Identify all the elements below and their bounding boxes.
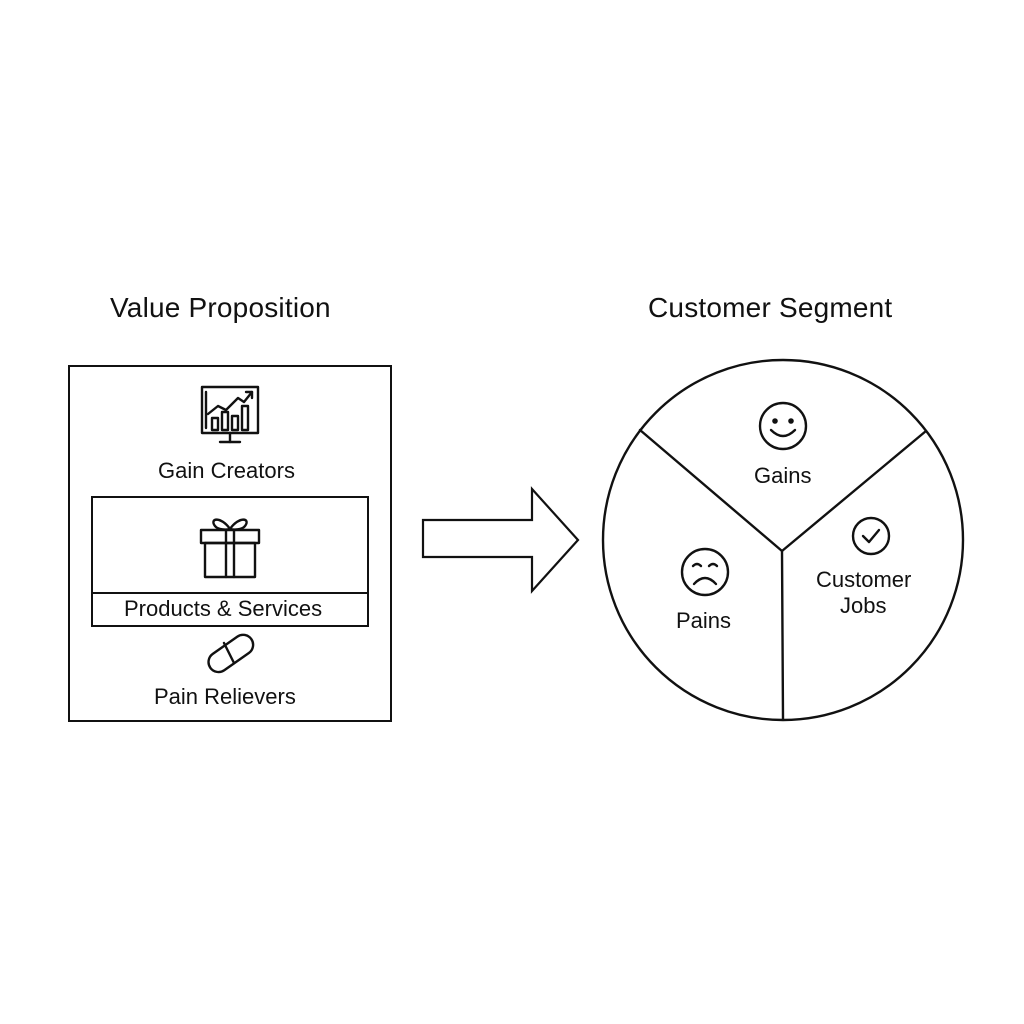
right-arrow-icon — [420, 486, 582, 601]
pain-relievers-label: Pain Relievers — [154, 684, 296, 709]
customer-jobs-label-line1: Customer — [816, 567, 912, 592]
gains-label: Gains — [754, 463, 812, 488]
gift-icon — [199, 512, 263, 580]
customer-segment-circle — [600, 357, 966, 728]
value-proposition-title: Value Proposition — [110, 292, 331, 323]
products-services-label: Products & Services — [124, 596, 323, 621]
value-proposition-box — [68, 365, 392, 722]
pains-label: Pains — [676, 608, 732, 633]
pill-icon — [204, 630, 256, 678]
chart-monitor-icon — [198, 384, 264, 448]
frown-icon — [679, 546, 731, 598]
products-services-divider — [93, 592, 367, 594]
smile-icon — [757, 400, 809, 452]
customer-segment-title: Customer Segment — [648, 292, 893, 323]
gain-creators-label: Gain Creators — [158, 458, 295, 483]
customer-jobs-label-line2: Jobs — [840, 593, 887, 618]
products-services-box — [91, 496, 369, 627]
check-circle-icon — [850, 515, 892, 557]
